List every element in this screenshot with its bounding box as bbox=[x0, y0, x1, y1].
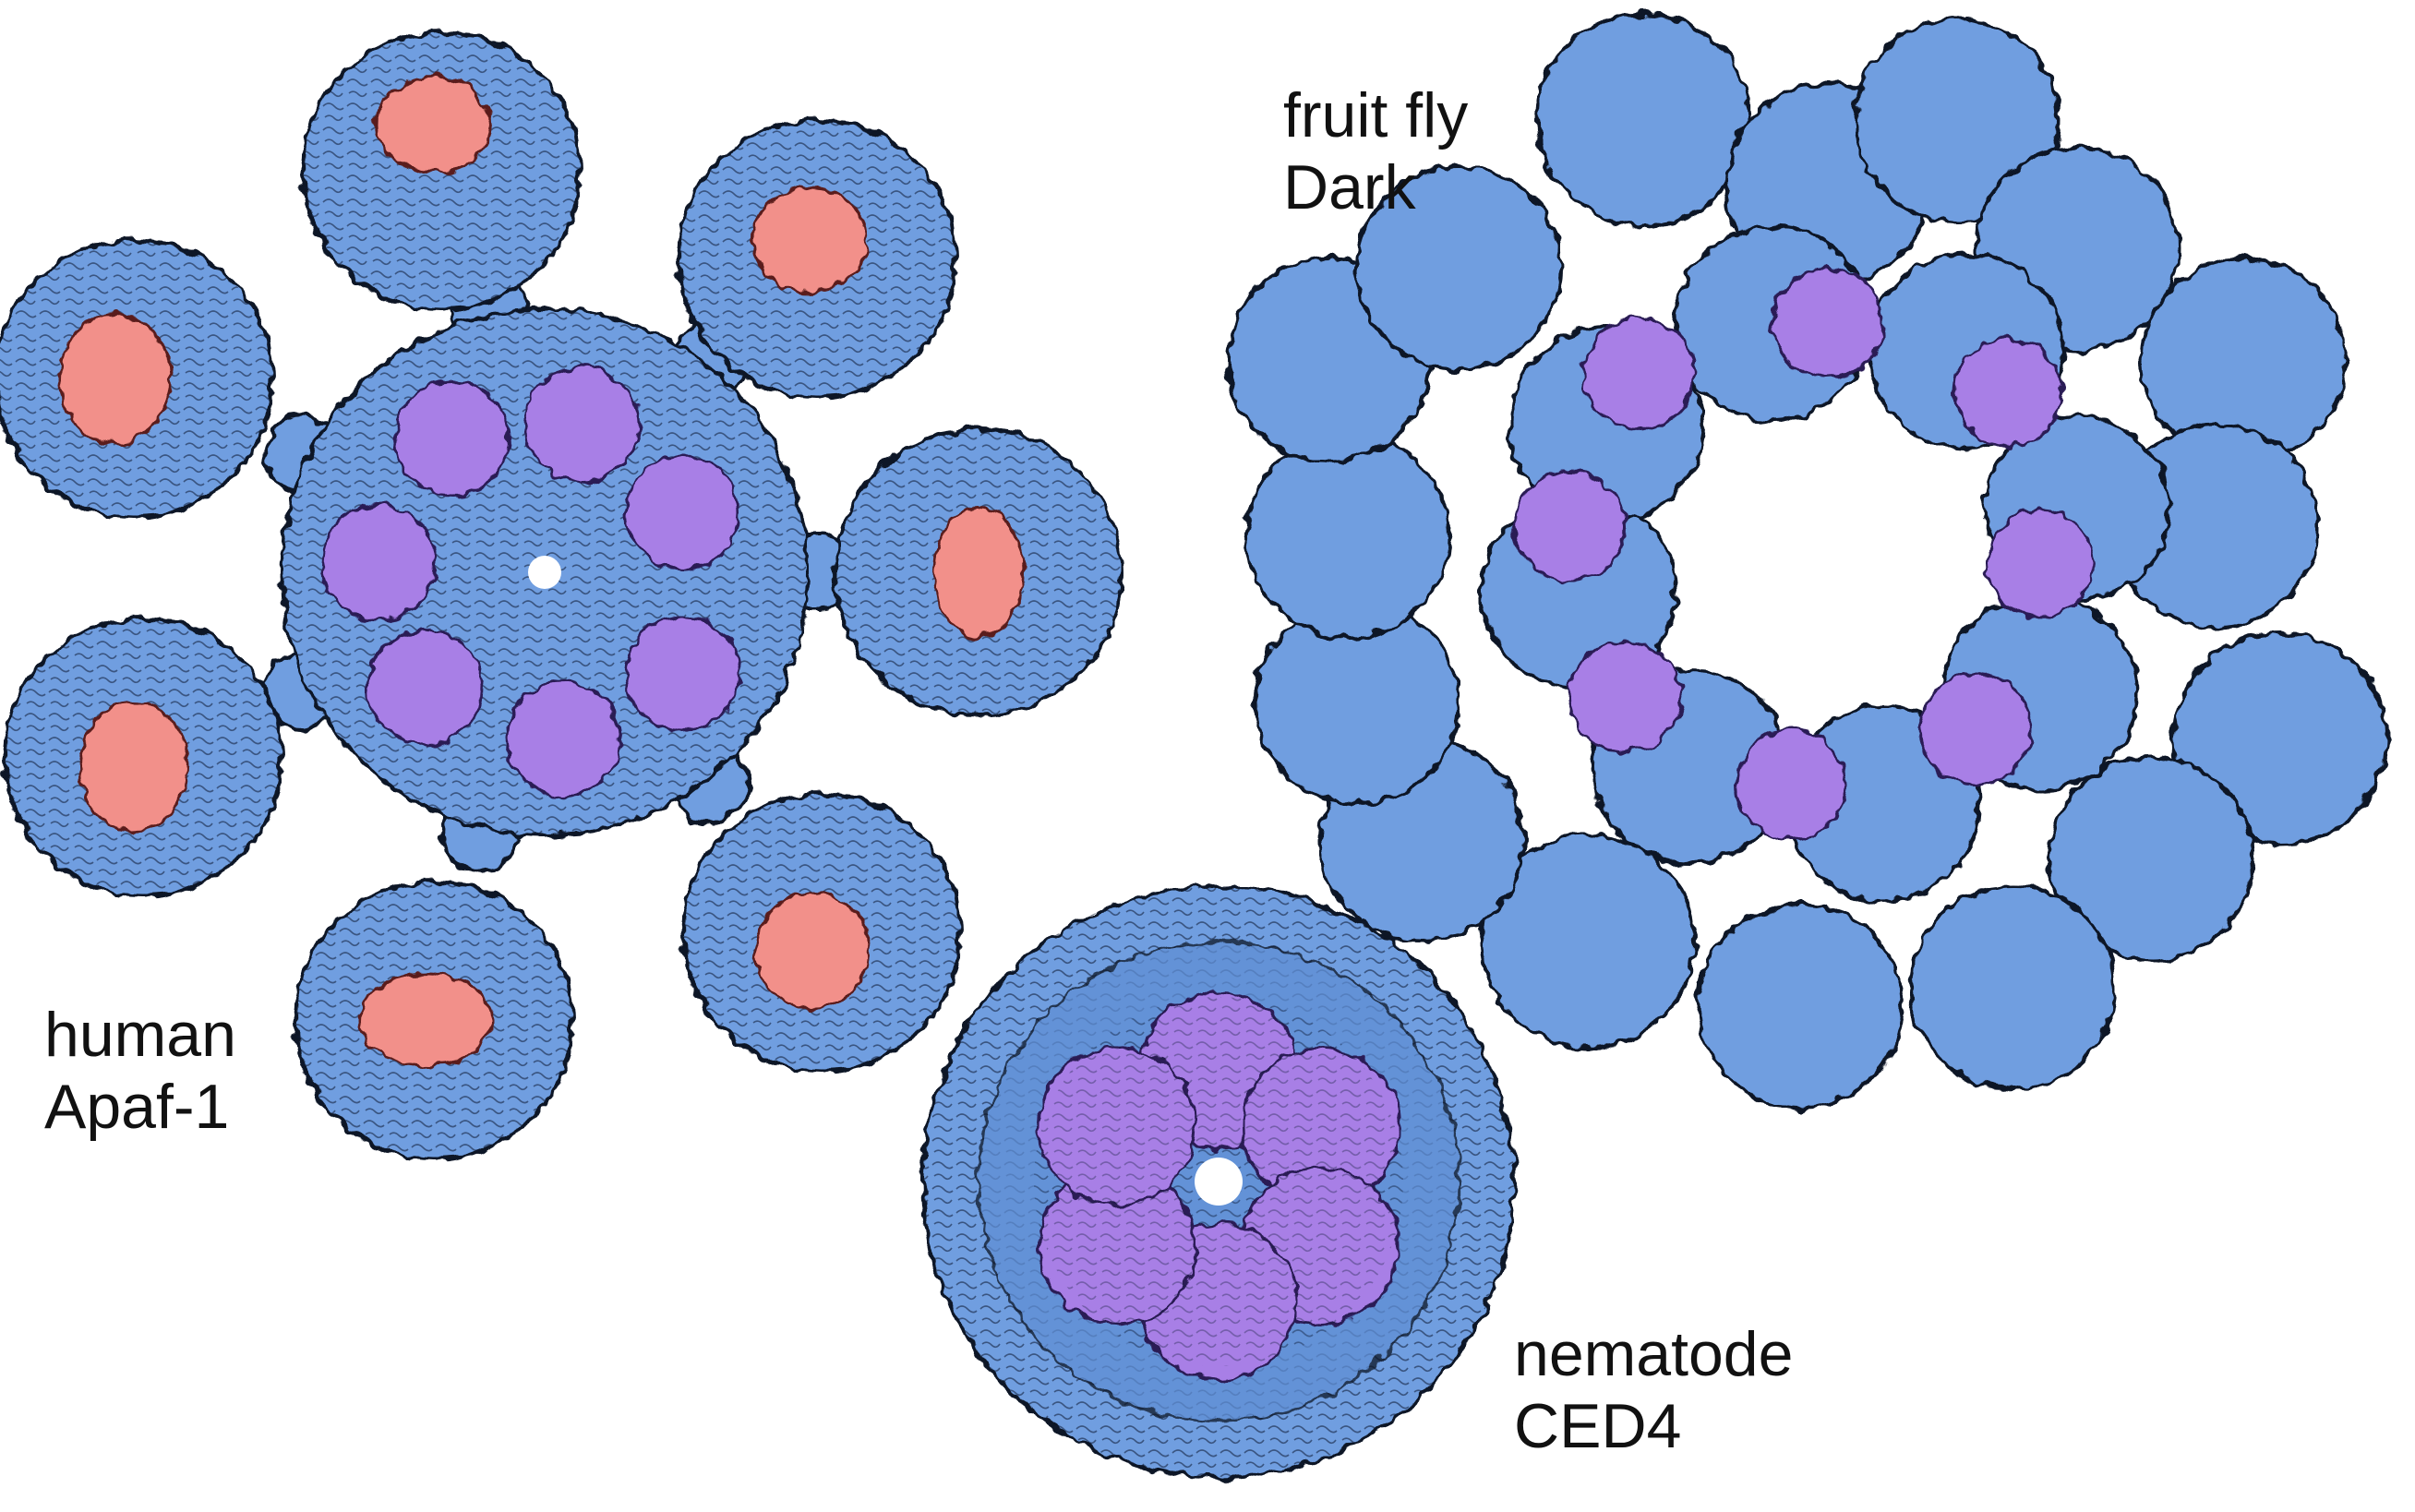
label-nematode-ced4: nematode CED4 bbox=[1514, 1318, 1793, 1462]
fly-outer-ring bbox=[1226, 12, 2388, 1110]
label-fly-line1: fruit fly bbox=[1283, 80, 1469, 150]
human-apaf1-complex bbox=[0, 30, 1123, 1160]
label-human-apaf1: human Apaf-1 bbox=[44, 999, 236, 1143]
label-fly-line2: Dark bbox=[1283, 152, 1416, 222]
label-fruit-fly-dark: fruit fly Dark bbox=[1283, 79, 1468, 223]
human-outer-domains bbox=[0, 30, 1123, 1160]
nematode-ced4-complex bbox=[921, 884, 1516, 1479]
label-worm-line1: nematode bbox=[1514, 1319, 1794, 1389]
label-human-line2: Apaf-1 bbox=[44, 1072, 230, 1142]
fly-dark-complex bbox=[1226, 12, 2388, 1110]
human-core-subunits bbox=[319, 366, 742, 798]
fly-core-subunits bbox=[1512, 266, 2096, 842]
human-center-pore bbox=[528, 556, 561, 589]
label-worm-line2: CED4 bbox=[1514, 1391, 1682, 1461]
label-human-line1: human bbox=[44, 1000, 236, 1070]
ced4-center-pore bbox=[1195, 1158, 1243, 1206]
fly-center-pore bbox=[1791, 517, 1865, 591]
